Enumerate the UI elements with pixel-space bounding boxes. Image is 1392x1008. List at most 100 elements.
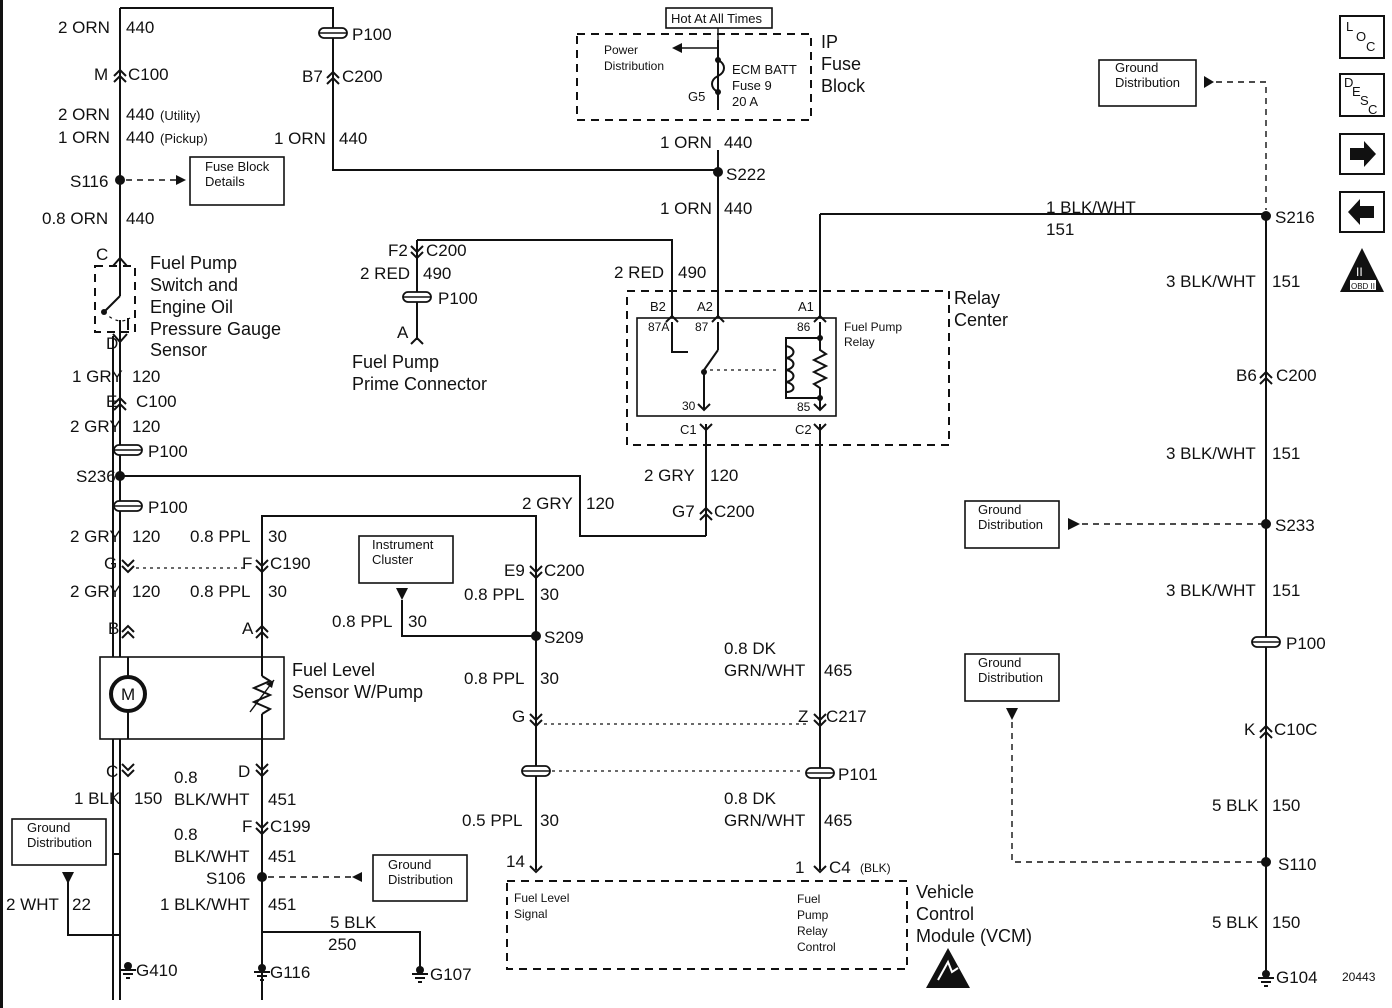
hot-at-all-times-label: Hot At All Times [671,11,763,26]
svg-text:(Pickup): (Pickup) [160,131,208,146]
svg-text:Distribution: Distribution [978,670,1043,685]
svg-text:C199: C199 [270,817,311,836]
svg-text:1: 1 [795,858,804,877]
svg-text:5 BLK: 5 BLK [1212,796,1259,815]
esd-icon [926,948,970,988]
svg-text:2 WHT: 2 WHT [6,895,59,914]
svg-text:A2: A2 [697,299,713,314]
svg-text:M: M [94,65,108,84]
svg-text:30: 30 [540,669,559,688]
svg-text:C217: C217 [826,707,867,726]
svg-text:C200: C200 [544,561,585,580]
svg-text:Details: Details [205,174,245,189]
svg-text:E: E [1352,84,1361,99]
instrument-cluster-box [358,535,454,584]
arrow-left-icon[interactable] [1339,191,1385,233]
svg-text:E9: E9 [504,561,525,580]
svg-text:120: 120 [586,494,614,513]
svg-text:Switch and: Switch and [150,275,238,295]
svg-text:P101: P101 [838,765,878,784]
svg-text:C: C [96,245,108,264]
svg-text:1 BLK/WHT: 1 BLK/WHT [1046,198,1136,217]
svg-text:B7: B7 [302,67,323,86]
svg-text:1 ORN: 1 ORN [58,128,110,147]
s106-label: S106 [206,869,246,888]
svg-text:120: 120 [132,527,160,546]
svg-text:120: 120 [132,582,160,601]
svg-text:5 BLK: 5 BLK [330,913,377,932]
desc-icon[interactable]: D E S C [1339,73,1385,117]
svg-text:490: 490 [678,263,706,282]
svg-text:14: 14 [506,852,525,871]
g107-label: G107 [430,965,472,984]
relay-center: B2 A2 A1 87A 87 86 30 85 Fuel Pump Relay… [626,288,1008,446]
svg-text:GRN/WHT: GRN/WHT [724,811,805,830]
svg-text:F: F [242,554,252,573]
svg-text:151: 151 [1272,581,1300,600]
s110-label: S110 [1278,855,1316,874]
splice-s110-icon [1261,857,1271,867]
svg-text:C1: C1 [680,422,697,437]
svg-text:Module (VCM): Module (VCM) [916,926,1032,946]
svg-text:451: 451 [268,790,296,809]
svg-text:3 BLK/WHT: 3 BLK/WHT [1166,581,1256,600]
svg-text:2 GRY: 2 GRY [522,494,573,513]
svg-text:2 RED: 2 RED [360,264,410,283]
svg-text:B6: B6 [1236,366,1257,385]
arrow-right-icon[interactable] [1339,133,1385,175]
svg-text:Instrument: Instrument [372,537,434,552]
svg-text:Ground: Ground [1115,60,1158,75]
svg-text:C200: C200 [342,67,383,86]
svg-text:490: 490 [423,264,451,283]
splice-s209-icon [531,631,541,641]
svg-text:1 ORN: 1 ORN [660,133,712,152]
svg-text:E: E [106,392,117,411]
p100-connector-icon [113,444,143,456]
splice-s116-icon [115,175,125,185]
s216-label: S216 [1275,208,1315,227]
svg-text:OBD II: OBD II [1351,282,1375,291]
svg-text:465: 465 [824,811,852,830]
svg-text:GRN/WHT: GRN/WHT [724,661,805,680]
svg-text:87: 87 [695,320,709,334]
svg-text:30: 30 [268,527,287,546]
svg-text:1 ORN: 1 ORN [660,199,712,218]
svg-text:0.8: 0.8 [174,768,198,787]
ground-distribution-s233-box [964,500,1060,549]
svg-text:Cluster: Cluster [372,552,414,567]
svg-text:G: G [512,707,525,726]
fuel-pump-relay-control-label: Fuel [797,892,820,906]
svg-text:465: 465 [824,661,852,680]
svg-text:0.8: 0.8 [174,825,198,844]
svg-text:451: 451 [268,895,296,914]
svg-text:30: 30 [408,612,427,631]
loc-icon[interactable]: L O C [1339,15,1385,59]
splice-s216-icon [1261,211,1271,221]
svg-text:L: L [1346,19,1353,34]
svg-text:Ground: Ground [27,820,70,835]
fuse-block-details-box [189,156,285,206]
svg-text:0.5 PPL: 0.5 PPL [462,811,523,830]
svg-text:2 GRY: 2 GRY [70,527,121,546]
svg-text:250: 250 [328,935,356,954]
svg-text:30: 30 [268,582,287,601]
ground-distribution-s106-box [372,854,468,902]
p101-connector-icon [805,767,835,779]
svg-text:2 ORN: 2 ORN [58,18,110,37]
svg-text:451: 451 [268,847,296,866]
ground-g104-icon [1257,970,1275,987]
svg-text:151: 151 [1046,220,1074,239]
svg-text:P100: P100 [352,25,392,44]
fuel-pump-relay-label: Fuel Pump [844,320,902,334]
ground-distribution-s110-box [964,653,1060,702]
svg-text:Control: Control [797,940,836,954]
svg-text:150: 150 [1272,913,1300,932]
svg-text:F2: F2 [388,241,408,260]
svg-text:1 GRY: 1 GRY [72,367,123,386]
svg-text:C: C [106,762,118,781]
svg-text:2 ORN: 2 ORN [58,105,110,124]
svg-text:BLK/WHT: BLK/WHT [174,790,250,809]
svg-text:(Utility): (Utility) [160,108,200,123]
g410-label: G410 [136,961,178,980]
right-column: 1 BLK/WHT 151 S216 Ground Distribution 3… [964,59,1376,987]
